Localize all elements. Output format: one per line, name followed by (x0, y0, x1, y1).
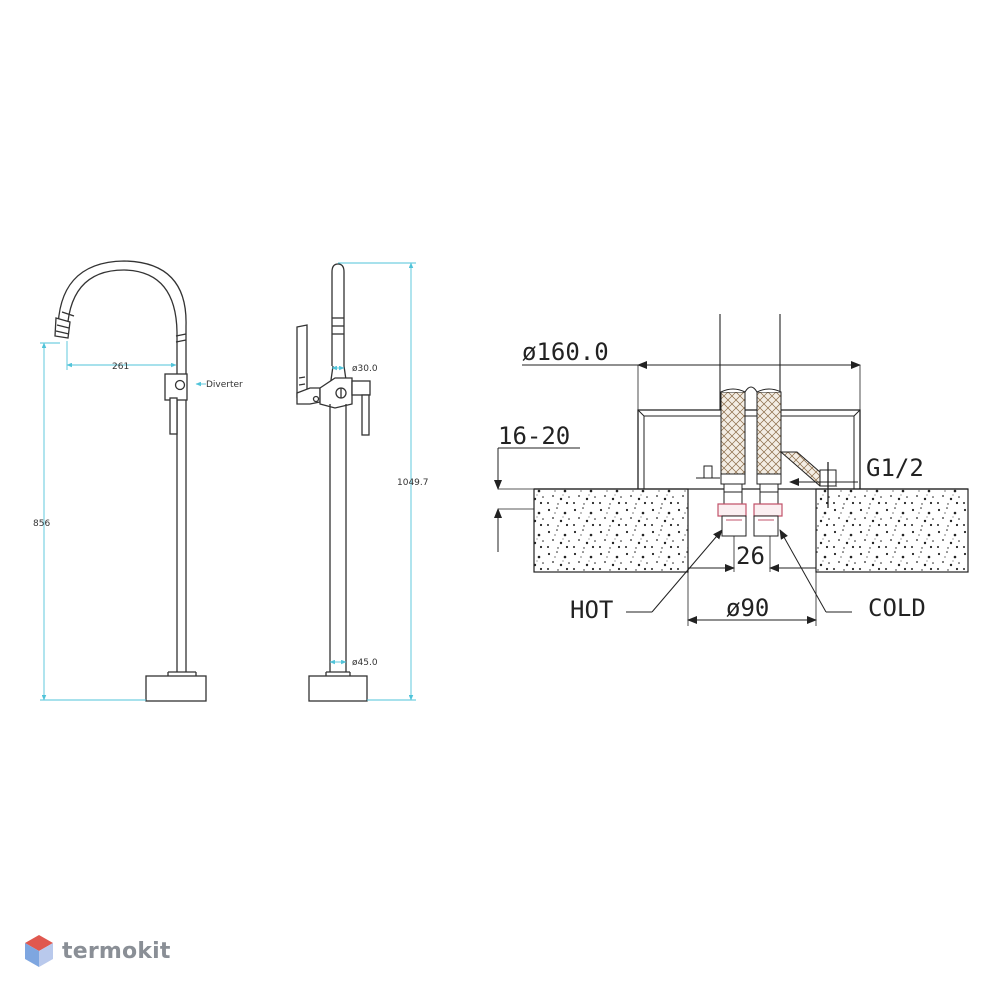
dia-hole-label: ø90 (726, 594, 769, 622)
thread-label: G1/2 (866, 454, 924, 482)
dia-body-label: ø30.0 (352, 364, 378, 374)
diverter-knob (174, 379, 186, 391)
spout-outer (57, 260, 187, 672)
total-height-label: 1049.7 (397, 478, 429, 488)
fitting-cold (753, 503, 783, 517)
side-spout-tube (331, 263, 345, 366)
side-dimensions (329, 262, 416, 701)
reach-label: 261 (112, 362, 129, 372)
handshower (296, 324, 308, 398)
faucet-front-view (54, 260, 207, 702)
lever-handle (169, 397, 178, 435)
spout-height-label: 856 (33, 519, 50, 529)
floor-slab-right (815, 488, 969, 573)
cover-cup (637, 409, 861, 489)
brand-name: termokit (62, 938, 171, 964)
hot-label: HOT (570, 596, 613, 624)
spout-inner (66, 269, 178, 672)
floor-thickness-label: 16-20 (498, 422, 570, 450)
installation-section (494, 314, 969, 626)
dia-base-label: ø45.0 (352, 658, 378, 668)
dia-cover-label: ø160.0 (522, 338, 609, 366)
hose-cold (756, 391, 782, 475)
hose-hot (720, 391, 746, 475)
brand-watermark: termokit (24, 934, 171, 968)
faucet-side-view (296, 263, 371, 702)
base-plate (145, 675, 207, 702)
fitting-hot (717, 503, 747, 517)
side-lever (351, 380, 371, 396)
side-base-plate (308, 675, 368, 702)
pipe-spacing-label: 26 (736, 542, 765, 570)
front-dimensions (40, 341, 206, 701)
hexagon-cube-icon (25, 935, 53, 967)
cold-label: COLD (868, 594, 926, 622)
floor-slab-left (533, 488, 689, 573)
diverter-label: Diverter (206, 380, 243, 390)
